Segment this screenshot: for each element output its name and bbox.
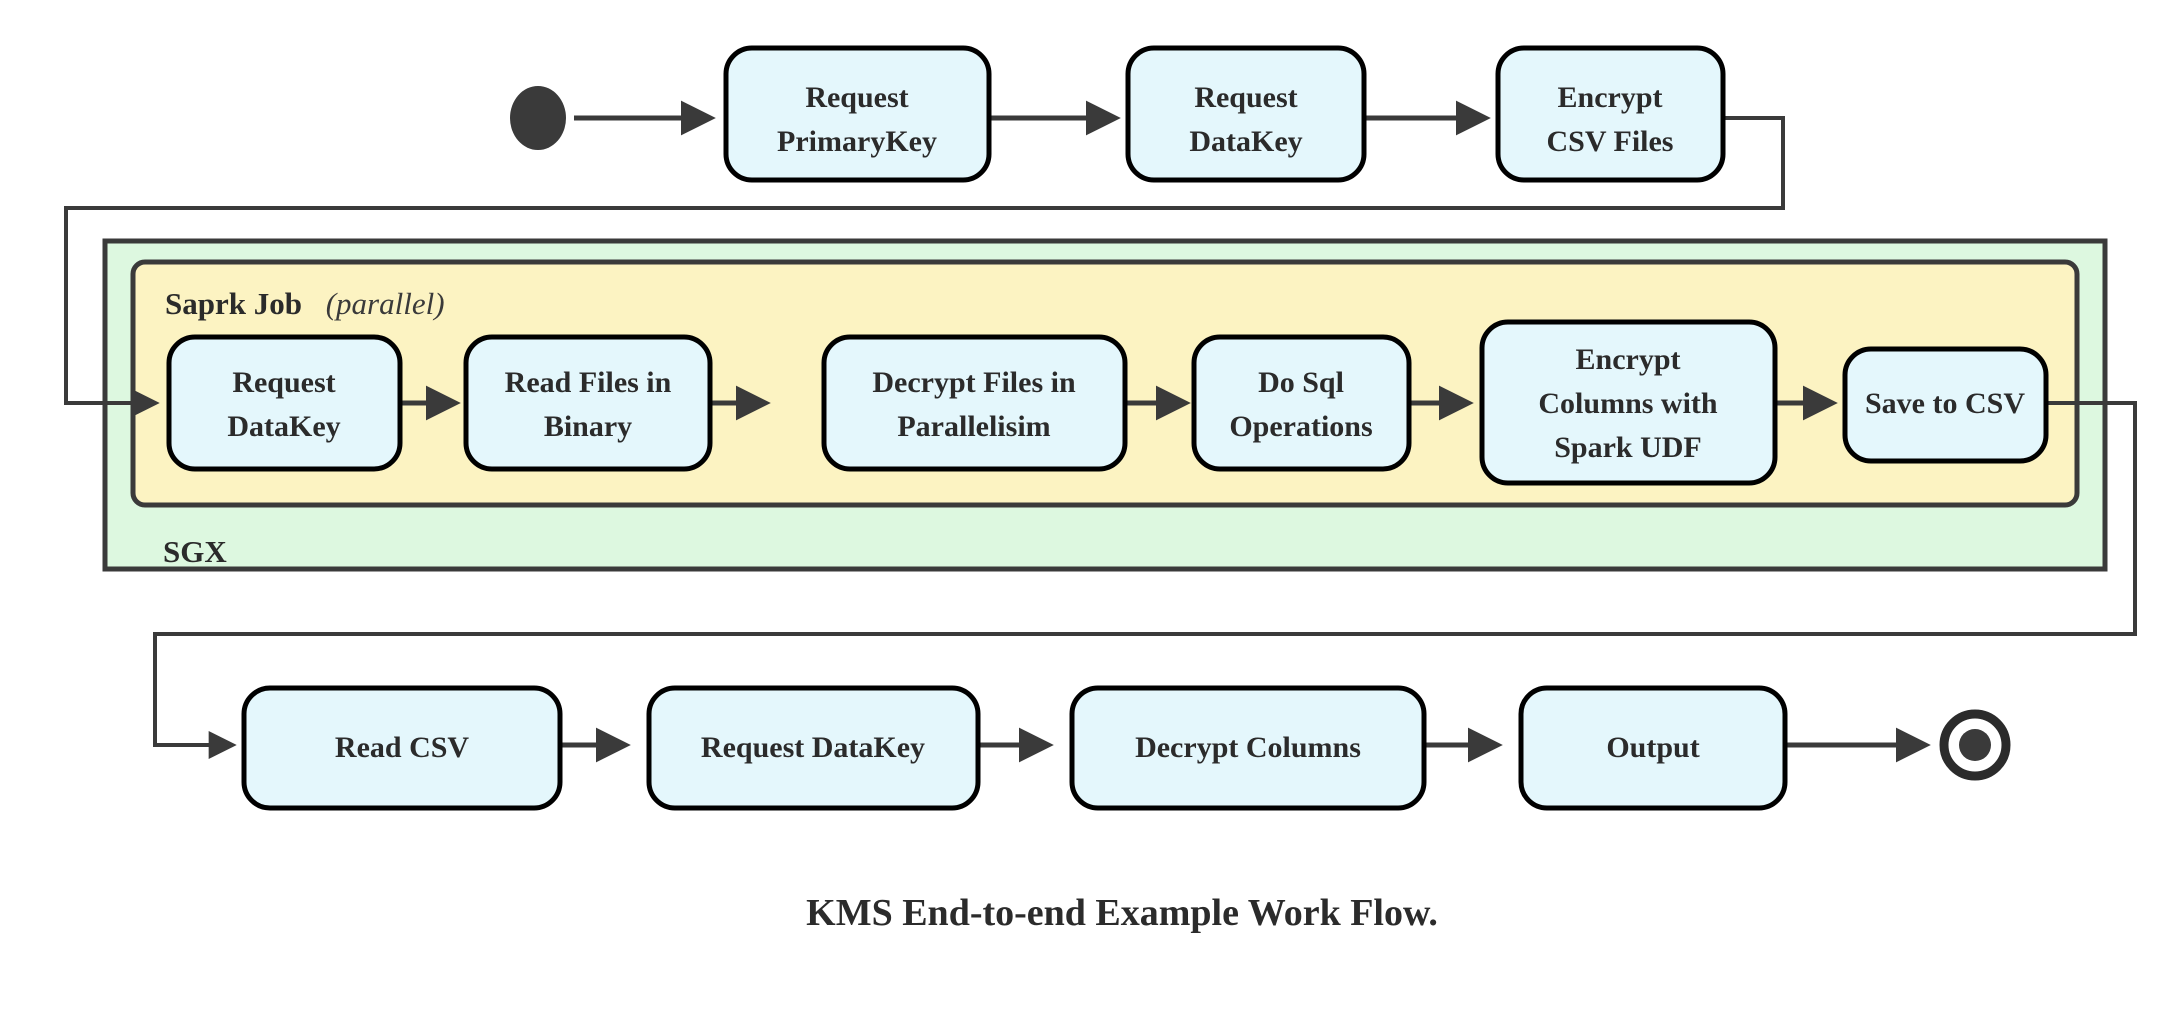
node-request-datakey-top-line2: DataKey: [1189, 125, 1302, 158]
node-request-primarykey-line2: PrimaryKey: [777, 125, 937, 158]
node-decrypt-files-in-parallelisim[interactable]: Decrypt Files in Parallelisim: [821, 334, 1128, 472]
node-request-datakey-spark-line2: DataKey: [227, 410, 340, 443]
node-do-sql-operations[interactable]: Do Sql Operations: [1191, 334, 1412, 472]
node-decrypt-columns-rect[interactable]: [1069, 685, 1427, 811]
connectors: [64, 100, 2137, 763]
node-encrypt-csv-files[interactable]: Encrypt CSV Files: [1495, 45, 1726, 183]
node-read-csv-rect[interactable]: [241, 685, 563, 811]
node-decrypt-files-in-parallelisim-line2: Parallelisim: [897, 410, 1050, 443]
node-read-csv[interactable]: Read CSV: [241, 685, 563, 811]
node-request-datakey-spark[interactable]: Request DataKey: [166, 334, 403, 472]
edge-save-csv-to-read-csv: [153, 401, 2137, 759]
node-encrypt-csv-files-line1: Encrypt: [1558, 81, 1663, 114]
node-save-to-csv[interactable]: Save to CSV: [1842, 346, 2049, 464]
node-request-datakey-spark-line1: Request: [232, 366, 335, 399]
node-request-datakey-bottom-rect[interactable]: [646, 685, 981, 811]
sgx-label: SGX: [163, 534, 227, 569]
node-output[interactable]: Output: [1518, 685, 1788, 811]
node-encrypt-columns-with-spark-udf[interactable]: Encrypt Columns with Spark UDF: [1479, 319, 1778, 486]
node-request-primarykey[interactable]: Request PrimaryKey: [723, 45, 992, 183]
node-read-files-in-binary-line2: Binary: [544, 410, 632, 443]
node-encrypt-columns-with-spark-udf-rect[interactable]: [1479, 319, 1778, 486]
node-request-datakey-bottom-line1: Request DataKey: [701, 731, 925, 764]
node-decrypt-columns[interactable]: Decrypt Columns: [1069, 685, 1427, 811]
node-encrypt-csv-files-rect[interactable]: [1495, 45, 1726, 183]
spark-job-label-main: Saprk Job: [165, 286, 302, 321]
bullseye-end-ring-icon: [1939, 709, 2011, 781]
node-output-rect[interactable]: [1518, 685, 1788, 811]
spark-job-label: Saprk Job (parallel): [165, 286, 445, 321]
node-read-csv-line1: Read CSV: [335, 731, 470, 764]
node-request-primarykey-rect[interactable]: [723, 45, 992, 183]
node-request-datakey-top[interactable]: Request DataKey: [1125, 45, 1367, 183]
node-encrypt-columns-line1: Encrypt: [1576, 343, 1681, 376]
end-node: [1939, 709, 2011, 781]
node-decrypt-files-in-parallelisim-line1: Decrypt Files in: [872, 366, 1076, 399]
node-encrypt-columns-line3: Spark UDF: [1554, 431, 1702, 464]
node-request-datakey-spark-rect[interactable]: [166, 334, 403, 472]
node-read-files-in-binary-line1: Read Files in: [505, 366, 672, 399]
node-encrypt-csv-files-line2: CSV Files: [1547, 125, 1674, 158]
node-request-primarykey-line1: Request: [805, 81, 908, 114]
node-encrypt-columns-line2: Columns with: [1538, 387, 1718, 420]
filled-circle-start-icon: [510, 86, 566, 150]
node-request-datakey-top-line1: Request: [1194, 81, 1297, 114]
node-decrypt-files-in-parallelisim-rect[interactable]: [821, 334, 1128, 472]
start-node: [510, 86, 566, 150]
spark-job-label-suffix: (parallel): [326, 286, 445, 321]
node-decrypt-columns-line1: Decrypt Columns: [1135, 731, 1361, 764]
bullseye-end-dot-icon: [1959, 729, 1991, 761]
node-request-datakey-bottom[interactable]: Request DataKey: [646, 685, 981, 811]
node-save-to-csv-rect[interactable]: [1842, 346, 2049, 464]
node-save-to-csv-line1: Save to CSV: [1865, 387, 2025, 420]
edge-encrypt-csv-to-spark-request-datakey: [64, 116, 1785, 417]
node-do-sql-operations-line1: Do Sql: [1258, 366, 1344, 399]
node-do-sql-operations-rect[interactable]: [1191, 334, 1412, 472]
node-output-line1: Output: [1606, 731, 1699, 764]
diagram-caption: KMS End-to-end Example Work Flow.: [806, 892, 1438, 934]
node-read-files-in-binary-rect[interactable]: [463, 334, 713, 472]
node-do-sql-operations-line2: Operations: [1229, 410, 1372, 443]
node-request-datakey-top-rect[interactable]: [1125, 45, 1367, 183]
node-read-files-in-binary[interactable]: Read Files in Binary: [463, 334, 713, 472]
